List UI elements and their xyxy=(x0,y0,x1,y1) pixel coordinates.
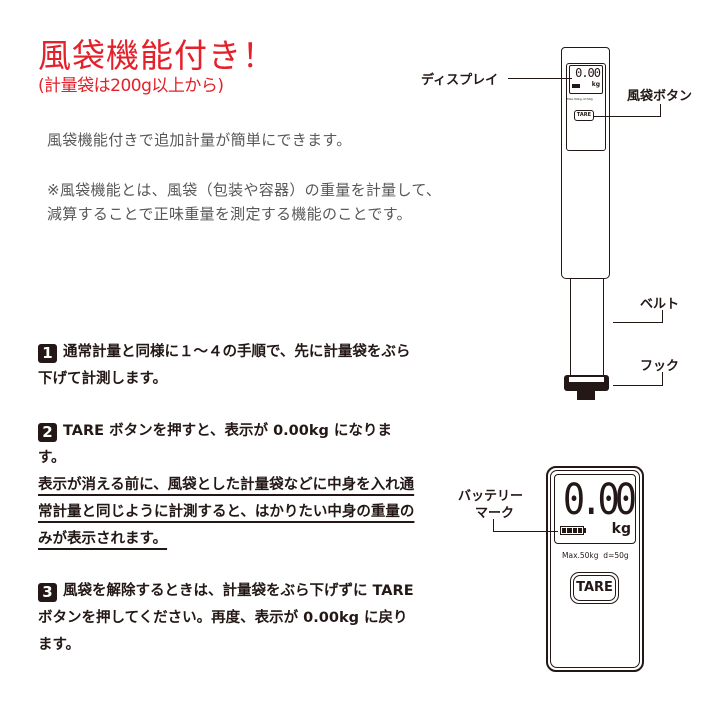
label-display: ディスプレイ xyxy=(421,73,499,88)
closeup-spec-text: Max.50kg d=50g xyxy=(562,551,629,560)
step-2-underlined-text: 表示が消える前に、風袋とした計量袋などに中身を入れ通常計量と同じように計測すると… xyxy=(38,477,415,547)
lcd-value: 0.00 xyxy=(575,66,601,80)
step-1-text: 通常計量と同様に１～４の手順で、先に計量袋をぶら下げて計測します。 xyxy=(38,344,411,387)
leader-line-battery-h xyxy=(493,531,558,532)
leader-line-tare-v xyxy=(660,104,661,117)
tare-label: TARE xyxy=(576,112,592,118)
page-title: 風袋機能付き！ xyxy=(38,36,276,75)
scale-diagram-full: 0.00 kg Max.50kg d=50g TARE ディスプレイ 風袋ボタン… xyxy=(421,47,693,400)
hook-inner xyxy=(569,377,604,382)
leader-line-display xyxy=(508,78,572,79)
lcd-unit: kg xyxy=(591,81,600,88)
step-number-badge: 3 xyxy=(38,583,57,602)
closeup-body-inner xyxy=(550,470,640,668)
label-battery-line2: マーク xyxy=(475,506,515,521)
lcd-screen: 0.00 kg xyxy=(569,65,603,94)
step-number-badge: 2 xyxy=(38,423,57,442)
battery-icon xyxy=(572,84,580,88)
spec-text: Max.50kg d=50g xyxy=(567,97,593,101)
step-3-text: 風袋を解除するときは、計量袋をぶら下げずに TARE ボタンを押してください。再… xyxy=(38,583,414,653)
note-line-1: ※風袋機能とは、風袋（包装や容器）の重量を計量して、 xyxy=(47,181,442,199)
tare-button-small: TARE xyxy=(574,110,594,121)
intro-text: 風袋機能付きで追加計量が簡単にできます。 xyxy=(47,131,352,149)
label-tare-button: 風袋ボタン xyxy=(627,89,693,104)
step-number-badge: 1 xyxy=(38,344,57,363)
closeup-lcd-value: 0.00 xyxy=(562,474,637,525)
label-hook: フック xyxy=(640,359,680,374)
leader-line-hook-v xyxy=(662,372,663,386)
note-line-2: 減算することで正味重量を測定する機能のことです。 xyxy=(47,205,412,223)
hook-tip xyxy=(577,391,595,400)
leader-line-battery-v xyxy=(493,519,494,531)
closeup-body xyxy=(546,466,644,672)
leader-line-belt-h xyxy=(613,322,663,323)
label-battery-line1: バッテリー xyxy=(458,489,524,504)
leader-line-hook-h xyxy=(613,385,663,386)
closeup-lcd-screen: 0.00 kg xyxy=(554,474,637,544)
closeup-lcd-unit: kg xyxy=(611,521,631,537)
closeup-tare-button: TARE xyxy=(570,572,619,604)
belt xyxy=(570,279,604,377)
battery-tip xyxy=(584,528,586,533)
closeup-tare-label: TARE xyxy=(573,575,616,601)
label-belt: ベルト xyxy=(640,297,680,312)
leader-line-tare-h xyxy=(594,116,661,117)
step-2-text: TARE ボタンを押すと、表示が 0.00kg になります。 xyxy=(38,423,392,466)
page-subtitle: (計量袋は200g以上から) xyxy=(38,76,224,96)
closeup-battery-icon xyxy=(560,526,584,535)
leader-line-belt-v xyxy=(662,310,663,323)
display-panel-outline xyxy=(566,63,606,151)
